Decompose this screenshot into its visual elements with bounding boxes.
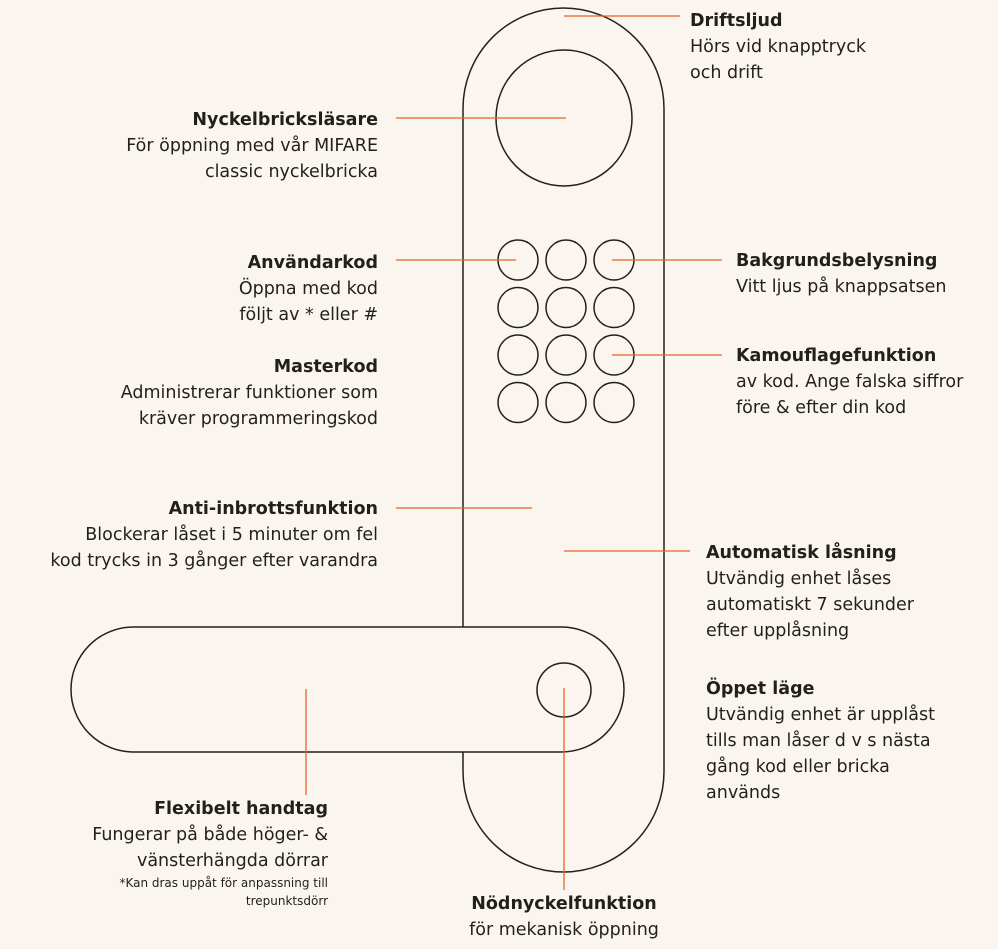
keypad-button (593, 381, 635, 424)
callout-line: för mekanisk öppning (469, 920, 659, 940)
callout-title: Kamouflagefunktion (736, 346, 937, 366)
callout-title: Anti-inbrottsfunktion (168, 499, 378, 519)
callout-line: För öppning med vår MIFARE (126, 136, 378, 156)
callout-line: Hörs vid knapptryck (690, 37, 866, 57)
callout-line: före & efter din kod (736, 398, 907, 418)
callout-line: Vitt ljus på knappsatsen (736, 277, 947, 297)
callout-line: och drift (690, 63, 763, 83)
callout-line: vänsterhängda dörrar (136, 851, 328, 871)
callout-line: Utvändig enhet är upplåst (706, 705, 935, 725)
keypad-button (497, 286, 539, 329)
callout-line: Utvändig enhet låses (706, 569, 892, 589)
callout-title: Driftsljud (690, 11, 783, 31)
callout-nodnyckel: Nödnyckelfunktion för mekanisk öppning (414, 891, 714, 943)
callout-automatisk: Automatisk låsning Utvändig enhet låses … (706, 540, 996, 644)
callout-line: följt av * eller # (239, 305, 378, 325)
callout-bakgrund: Bakgrundsbelysning Vitt ljus på knappsat… (736, 248, 996, 300)
callout-footnote: *Kan dras uppåt för anpassning till (119, 876, 328, 890)
callout-anvandarkod: Användarkod Öppna med kod följt av * ell… (0, 250, 378, 328)
callout-line: Blockerar låset i 5 minuter om fel (85, 525, 378, 545)
callout-handtag: Flexibelt handtag Fungerar på både höger… (0, 796, 328, 910)
callout-line: av kod. Ange falska siffror (736, 372, 964, 392)
callout-line: kräver programmeringskod (138, 409, 378, 429)
callout-line: används (706, 783, 781, 803)
callout-line: Öppna med kod (238, 279, 378, 299)
callout-title: Nödnyckelfunktion (471, 894, 657, 914)
callout-oppet: Öppet läge Utvändig enhet är upplåst til… (706, 676, 996, 806)
callout-title: Bakgrundsbelysning (736, 251, 938, 271)
keypad-button (497, 334, 539, 376)
keypad (497, 239, 635, 424)
callout-antiinbrott: Anti-inbrottsfunktion Blockerar låset i … (0, 496, 378, 574)
lock-handle (70, 626, 625, 753)
callout-footnote: trepunktsdörr (245, 894, 328, 908)
keypad-button (593, 286, 635, 329)
callout-line: automatiskt 7 sekunder (706, 595, 914, 615)
callout-line: kod trycks in 3 gånger efter varandra (50, 551, 378, 571)
callout-title: Användarkod (247, 253, 378, 273)
callout-nyckelbricka: Nyckelbricksläsare För öppning med vår M… (0, 107, 378, 185)
callout-line: efter upplåsning (706, 621, 850, 641)
keypad-button (497, 381, 539, 424)
callout-line: Fungerar på både höger- & (92, 825, 328, 845)
callout-line: Administrerar funktioner som (120, 383, 378, 403)
callout-driftsljud: Driftsljud Hörs vid knapptryck och drift (690, 8, 990, 86)
callout-line: gång kod eller bricka (706, 757, 890, 777)
callout-kamouflage: Kamouflagefunktion av kod. Ange falska s… (736, 343, 996, 421)
callout-title: Flexibelt handtag (154, 799, 328, 819)
callout-title: Masterkod (273, 357, 378, 377)
callout-line: tills man låser d v s nästa (706, 731, 931, 751)
keypad-button (545, 239, 587, 281)
callout-title: Öppet läge (706, 679, 815, 699)
callout-title: Nyckelbricksläsare (192, 110, 378, 130)
callout-masterkod: Masterkod Administrerar funktioner som k… (0, 354, 378, 432)
callout-title: Automatisk låsning (706, 543, 897, 563)
keypad-button (545, 286, 587, 329)
callout-line: classic nyckelbricka (204, 162, 378, 182)
keypad-button (545, 334, 587, 376)
keypad-button (545, 381, 587, 424)
